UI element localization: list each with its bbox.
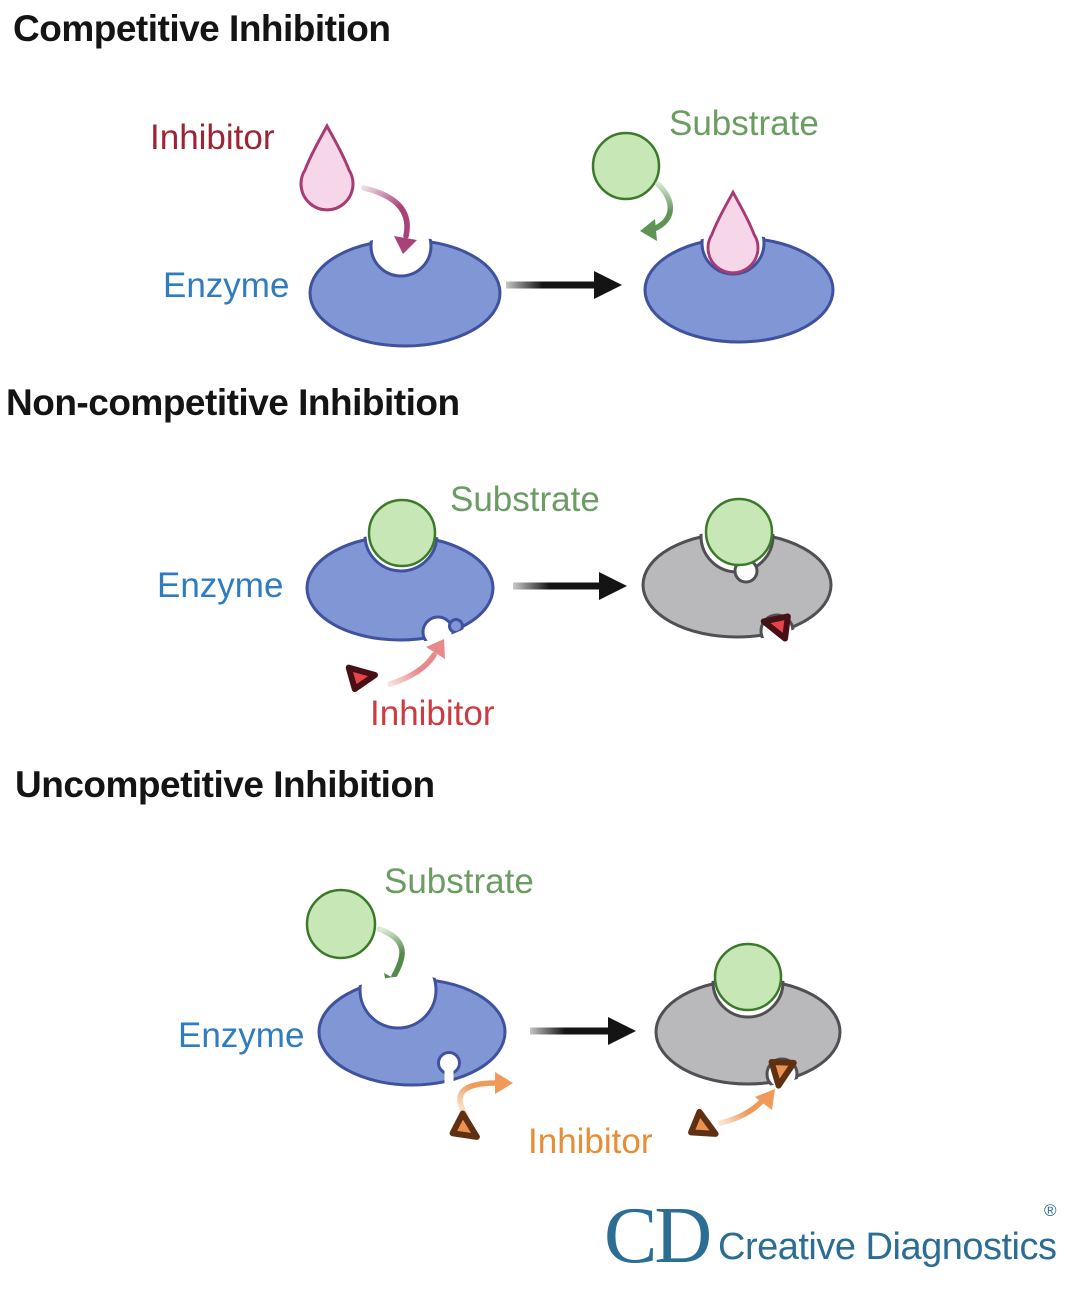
- section-title-noncompetitive: Non-competitive Inhibition: [6, 382, 460, 423]
- noncompetitive-inhibitor-bound-triangle: [760, 613, 791, 642]
- reaction-arrow-2: [513, 572, 627, 600]
- registered-trademark-icon: ®: [1044, 1201, 1057, 1220]
- label-enzyme-competitive: Enzyme: [163, 266, 290, 305]
- substrate-circle-3b: [713, 942, 783, 1012]
- label-inhibitor-competitive: Inhibitor: [150, 118, 275, 157]
- noncompetitive-binding-arrow: [387, 639, 445, 687]
- logo-monogram: CD: [604, 1192, 712, 1280]
- section-title-uncompetitive: Uncompetitive Inhibition: [15, 764, 435, 805]
- uncompetitive-deflected-arrow: [457, 1072, 513, 1119]
- noncompetitive-inhibitor-triangle: [345, 664, 379, 692]
- competitive-inhibitor-bound-teardrop: [706, 189, 760, 275]
- noncompetitive-enzyme-substrate-complex: [305, 498, 495, 643]
- logo-company-name: Creative Diagnostics: [718, 1226, 1057, 1268]
- label-substrate-competitive: Substrate: [669, 104, 819, 143]
- section-title-competitive: Competitive Inhibition: [13, 8, 391, 49]
- reaction-arrow-1: [506, 271, 622, 299]
- label-enzyme-uncompetitive: Enzyme: [178, 1016, 305, 1055]
- uncompetitive-inhibitor-triangle-right: [688, 1108, 719, 1137]
- uncompetitive-inhibitor-bound-triangle: [768, 1059, 797, 1089]
- uncompetitive-binding-arrow-right: [718, 1089, 775, 1126]
- label-substrate-noncompetitive: Substrate: [450, 480, 600, 519]
- substrate-circle-3: [305, 888, 377, 960]
- noncompetitive-inhibited-enzyme-shape: [641, 497, 833, 640]
- uncompetitive-free-enzyme-shape: [317, 976, 507, 1088]
- substrate-deflected-arrow: [640, 181, 674, 241]
- label-substrate-uncompetitive: Substrate: [384, 862, 534, 901]
- substrate-circle-2: [367, 498, 437, 568]
- competitive-inhibitor-teardrop: [299, 122, 355, 212]
- uncompetitive-inhibitor-triangle-left: [449, 1110, 480, 1140]
- label-inhibitor-noncompetitive: Inhibitor: [370, 694, 495, 733]
- substrate-circle-2b: [704, 497, 774, 567]
- label-enzyme-noncompetitive: Enzyme: [157, 566, 284, 605]
- label-inhibitor-uncompetitive: Inhibitor: [528, 1122, 653, 1161]
- substrate-circle-1: [591, 131, 661, 201]
- uncompetitive-inhibited-enzyme-shape: [654, 942, 842, 1087]
- competitive-binding-arrow: [361, 185, 417, 254]
- reaction-arrow-3: [530, 1017, 636, 1045]
